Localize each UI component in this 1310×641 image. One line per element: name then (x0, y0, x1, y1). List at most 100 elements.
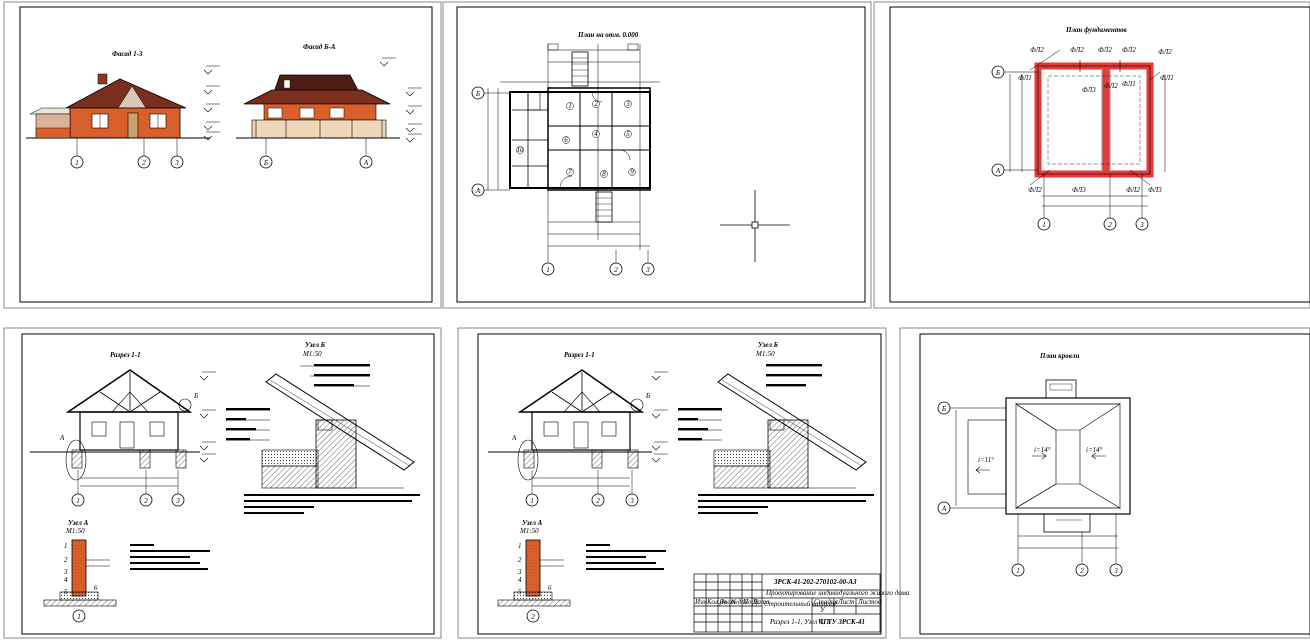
facade-right-axis-a: А (359, 155, 373, 169)
section-left-levels (199, 371, 216, 463)
sheet-frames (3, 1, 1310, 639)
plan-dimension-lines (487, 43, 660, 250)
title-block (693, 573, 881, 633)
roof-outline (955, 379, 1131, 549)
facade-level-marks (203, 57, 422, 143)
svg-text:3: 3 (517, 568, 522, 576)
section-right-callout-b: Б (645, 392, 650, 400)
section-left-title: Разрез 1-1 (110, 351, 141, 359)
sheet-section-right-outer[interactable] (457, 327, 887, 639)
title-block-col-4: №док (730, 598, 749, 606)
section-left-axis-1: 1 (71, 493, 85, 507)
section-right-node-a-title: Узел А (522, 519, 543, 527)
section-left-node-a-axis: 1 (72, 609, 86, 623)
section-left-axis-3: 3 (171, 493, 185, 507)
section-right-node-a-notes (586, 544, 666, 570)
facade-left-title: Фасад 1-3 (112, 50, 143, 58)
foundation-axis-b: Б (991, 65, 1005, 79)
svg-text:Б: Б (995, 69, 1000, 77)
sheet-plan-inner (456, 6, 866, 303)
svg-text:3: 3 (629, 497, 634, 505)
title-block-code: ЗРСК-41-202-270102-00-АЗ (773, 578, 857, 586)
section-right-node-a-layers: 1 2 3 4 5 6 (517, 542, 552, 596)
section-left-node-a (43, 539, 117, 607)
svg-text:ФЛ1: ФЛ1 (1122, 80, 1136, 88)
section-right-node-b-notes (678, 364, 874, 514)
plan-axis-b: Б (471, 86, 485, 100)
sheet-section-left-outer[interactable] (3, 327, 442, 639)
foundation-axis-2: 2 (1103, 217, 1117, 231)
crosshair-cursor-icon (720, 190, 790, 262)
sheet-facades-outer[interactable] (3, 1, 442, 309)
svg-text:2: 2 (614, 266, 618, 274)
svg-text:10: 10 (517, 146, 525, 154)
svg-text:1: 1 (75, 159, 79, 167)
title-block-col-5: Подп (742, 598, 759, 606)
sheet-section-left-inner (21, 333, 435, 635)
plan-axis-3: 3 (641, 262, 655, 276)
section-left-node-b-title: Узел Б (305, 341, 326, 349)
plan-axis-2: 2 (609, 262, 623, 276)
svg-text:ФЛ2: ФЛ2 (1070, 46, 1084, 54)
svg-text:ФЛ2: ФЛ2 (1122, 46, 1136, 54)
roof-axis-b: Б (937, 401, 951, 415)
facade-left-axis-3: 3 (170, 155, 184, 169)
section-right-axis-lines (531, 470, 633, 494)
svg-text:1: 1 (77, 613, 81, 621)
plan-walls (509, 51, 651, 223)
sheet-foundation: План фундаментов ФЛ2 ФЛ2 ФЛ2 (991, 26, 1174, 231)
sheet-foundation-outer[interactable] (873, 1, 1310, 309)
plan-axis-lines (484, 92, 649, 264)
svg-text:2: 2 (531, 613, 535, 621)
svg-text:6: 6 (94, 584, 98, 592)
svg-text:1: 1 (518, 542, 522, 550)
section-right-house (488, 369, 652, 487)
sheet-roof: План кровли i=11° i=14° i=14° (937, 352, 1131, 577)
foundation-marks: ФЛ2 ФЛ2 ФЛ2 ФЛ2 ФЛ1 ФЛ2 ФЛ1 ФЛ3 ФЛ1 ФЛ2 … (1018, 46, 1174, 194)
section-right-axis-2: 2 (591, 493, 605, 507)
plan-room-1: 1 (566, 102, 574, 110)
sheet-roof-inner (919, 333, 1310, 635)
title-block-sheets-label: Листов (857, 598, 881, 606)
sheet-roof-outer[interactable] (899, 327, 1310, 639)
sheet-plan-outer[interactable] (442, 1, 872, 309)
svg-text:1: 1 (1042, 221, 1046, 229)
svg-text:1: 1 (64, 542, 68, 550)
svg-text:5: 5 (626, 130, 630, 138)
title-block-org: ЧГТУ ЗРСК-41 (818, 618, 865, 626)
svg-text:3: 3 (1113, 567, 1118, 575)
roof-axis-1: 1 (1011, 563, 1025, 577)
section-right-node-b (678, 373, 867, 489)
roof-axis-2: 2 (1075, 563, 1089, 577)
svg-text:А: А (995, 167, 1001, 175)
roof-axis-lines (950, 407, 1117, 564)
svg-text:1: 1 (76, 497, 80, 505)
title-block-sheet-label: Лист (837, 598, 854, 606)
section-left-house (30, 369, 200, 487)
svg-text:3: 3 (645, 266, 650, 274)
section-left-axis-2: 2 (139, 493, 153, 507)
section-left-node-a-scale: М1:50 (65, 527, 85, 535)
section-left-node-a-layers: 1 2 3 4 5 6 (63, 542, 98, 596)
svg-text:2: 2 (596, 497, 600, 505)
section-left-node-b-notes (226, 364, 420, 514)
svg-text:ФЛ1: ФЛ1 (1018, 74, 1032, 82)
svg-text:Б: Б (941, 405, 946, 413)
sheet-section-right-inner (477, 333, 882, 635)
svg-text:2: 2 (142, 159, 146, 167)
facade-right-axis-b: Б (259, 155, 273, 169)
svg-text:7: 7 (568, 168, 572, 176)
section-right-callout-a: А (511, 434, 517, 442)
plan-room-2: 2 (592, 100, 600, 108)
facade-left-drawing (26, 73, 210, 139)
plan-room-8: 8 (600, 170, 608, 178)
svg-text:5: 5 (64, 588, 68, 596)
svg-text:6: 6 (564, 136, 568, 144)
title-block-col-6: Дата (752, 598, 770, 606)
section-left-node-a-notes (130, 544, 210, 570)
svg-text:А: А (475, 187, 481, 195)
plan-room-5: 5 (624, 130, 632, 138)
plan-room-labels: 1 2 3 4 5 6 7 8 9 10 (516, 100, 636, 178)
plan-axis-1: 1 (541, 262, 555, 276)
